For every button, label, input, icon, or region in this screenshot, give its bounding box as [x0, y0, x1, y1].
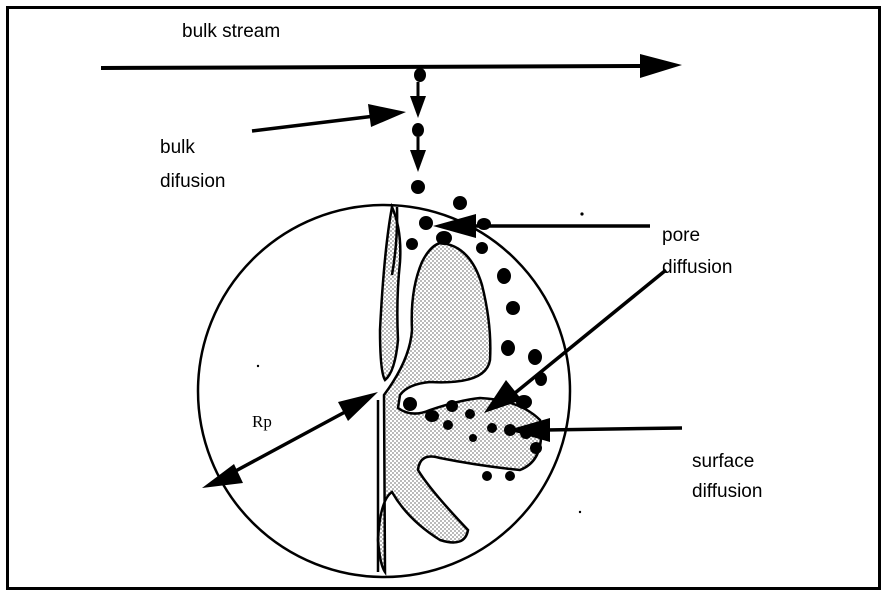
pore-diffusion-label-2: diffusion — [662, 256, 732, 280]
bulk-diffusion-path — [410, 68, 426, 194]
bulk-stream-label: bulk stream — [182, 20, 280, 44]
bulk-diffusion-label-1: bulk — [160, 136, 195, 160]
pore-diffusion-pointer — [433, 214, 650, 238]
bulk-diffusion-label-2: difusion — [160, 170, 226, 194]
bulk-diffusion-pointer — [252, 104, 406, 131]
pore-diffusion-label-1: pore — [662, 224, 700, 248]
radius-label: Rp — [252, 410, 272, 434]
surface-diffusion-label-2: diffusion — [692, 480, 762, 504]
bulk-stream-arrow — [101, 54, 682, 78]
surface-diffusion-label-1: surface — [692, 450, 754, 474]
